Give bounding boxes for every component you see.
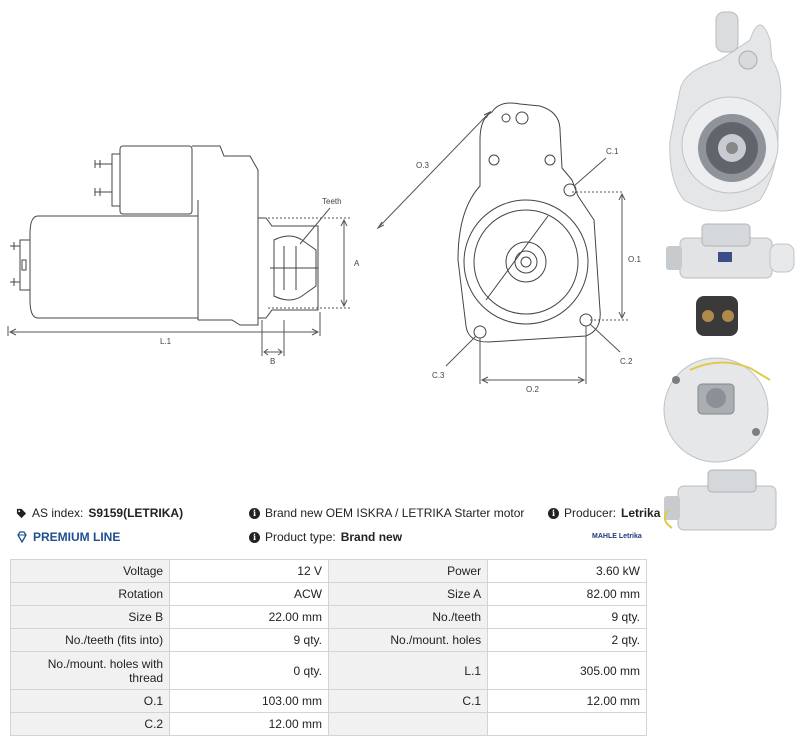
- label-o1: O.1: [628, 255, 641, 264]
- spec-label: Size B: [9, 605, 171, 629]
- spec-value: 22.00 mm: [169, 605, 329, 629]
- tag-icon: [16, 508, 27, 518]
- brand-logo-text: MAHLE Letrika: [592, 533, 642, 540]
- spec-label: No./teeth (fits into): [9, 628, 171, 652]
- spec-value: 12.00 mm: [487, 689, 647, 713]
- product-photos: [660, 0, 800, 531]
- front-dimensions: [376, 110, 628, 384]
- mahle-letrika-logo: MAHLE Letrika: [592, 533, 642, 540]
- as-index-value: S9159(LETRIKA): [88, 506, 184, 520]
- label-teeth: Teeth: [322, 197, 342, 206]
- label-c1: C.1: [606, 147, 619, 156]
- product-type-value: Brand new: [340, 530, 403, 544]
- label-c2: C.2: [620, 357, 633, 366]
- info-icon: i: [249, 531, 260, 543]
- as-index-label: AS index:: [32, 506, 84, 520]
- spec-value: 305.00 mm: [487, 651, 647, 690]
- spec-value: 12.00 mm: [169, 712, 329, 736]
- front-view: [457, 102, 601, 343]
- spec-label: Voltage: [9, 559, 171, 583]
- spec-label: O.1: [9, 689, 171, 713]
- product-type: i Product type: Brand new: [249, 530, 402, 544]
- as-index: AS index: S9159(LETRIKA): [16, 506, 183, 520]
- premium-line: PREMIUM LINE: [16, 530, 120, 544]
- side-view: [10, 145, 319, 326]
- label-b: B: [270, 357, 275, 366]
- description-text: Brand new OEM ISKRA / LETRIKA Starter mo…: [265, 506, 525, 520]
- label-o2: O.2: [526, 385, 539, 394]
- photo-side-2: [663, 469, 777, 531]
- spec-value: 12 V: [169, 559, 329, 583]
- producer-value: Letrika: [621, 506, 661, 520]
- spec-row: No./teeth (fits into)9 qty.No./mount. ho…: [9, 628, 647, 652]
- diamond-icon: [17, 531, 27, 543]
- spec-label: No./mount. holes with thread: [9, 651, 171, 690]
- producer: i Producer: Letrika: [548, 506, 660, 520]
- premium-line-label: PREMIUM LINE: [33, 530, 121, 544]
- spec-label: [327, 712, 489, 736]
- photo-front-angle: [660, 0, 800, 220]
- spec-value: 3.60 kW: [487, 559, 647, 583]
- spec-value: 82.00 mm: [487, 582, 647, 606]
- product-type-label: Product type:: [265, 530, 336, 544]
- spec-value: 0 qty.: [169, 651, 329, 690]
- spec-label: Size A: [327, 582, 489, 606]
- spec-value: 9 qty.: [487, 605, 647, 629]
- spec-value: 103.00 mm: [169, 689, 329, 713]
- technical-drawing: Teeth A B L.1 O.3 O.1 O.2 C.1 C.2 C.3: [7, 102, 641, 394]
- side-dimensions: [7, 207, 350, 356]
- spec-label: No./mount. holes: [327, 628, 489, 652]
- info-icon: i: [249, 507, 260, 519]
- spec-value: 2 qty.: [487, 628, 647, 652]
- spec-label: L.1: [327, 651, 489, 690]
- label-o3: O.3: [416, 161, 429, 170]
- spec-value: ACW: [169, 582, 329, 606]
- info-icon: i: [548, 507, 559, 519]
- product-info-bar: AS index: S9159(LETRIKA) i Brand new OEM…: [14, 503, 660, 555]
- spec-label: Rotation: [9, 582, 171, 606]
- spec-value: 9 qty.: [169, 628, 329, 652]
- photo-side-1: [666, 223, 795, 279]
- label-a: A: [354, 259, 360, 268]
- label-c3: C.3: [432, 371, 445, 380]
- spec-value: [487, 712, 647, 736]
- spec-label: No./teeth: [327, 605, 489, 629]
- photo-rear: [663, 296, 771, 463]
- spec-label: C.1: [327, 689, 489, 713]
- producer-label: Producer:: [564, 506, 617, 520]
- spec-label: Power: [327, 559, 489, 583]
- description: i Brand new OEM ISKRA / LETRIKA Starter …: [249, 506, 524, 520]
- spec-label: C.2: [9, 712, 171, 736]
- label-l1: L.1: [160, 337, 172, 346]
